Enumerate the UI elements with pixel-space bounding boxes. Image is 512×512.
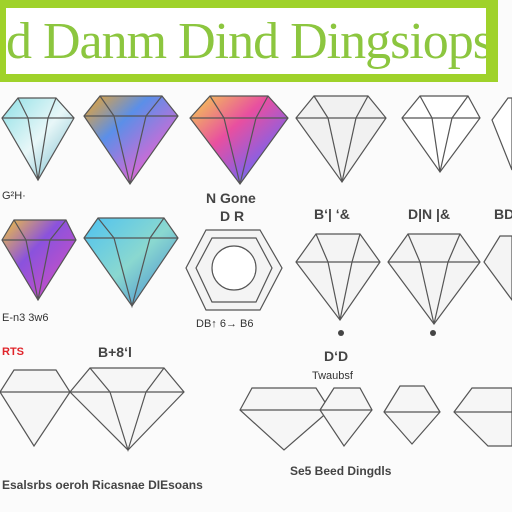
diamond-icon-outline bbox=[401, 95, 481, 174]
title-banner: d Danm Dind Dingsiops bbox=[0, 0, 498, 82]
label-row2-mid-sub: D R bbox=[220, 208, 245, 224]
diamond-icon-gradient-rainbow bbox=[83, 95, 179, 186]
diamond-icon-outline bbox=[491, 97, 512, 171]
title-banner-inner: d Danm Dind Dingsiops bbox=[6, 8, 486, 74]
diamond-icon-gradient-pink bbox=[1, 219, 77, 302]
label-row2-left: G²H· bbox=[2, 190, 26, 202]
diamond-icon-outline bbox=[483, 235, 512, 302]
label-row3-left-accent: RTS bbox=[2, 346, 24, 358]
footer-right-caption: Se5 Beed Dingdls bbox=[290, 464, 392, 478]
pin-icon bbox=[430, 330, 436, 336]
label-row3-left-a: E-n3 3w6 bbox=[2, 312, 49, 324]
diamond-icon-gradient-pink bbox=[189, 95, 289, 186]
pin-icon bbox=[338, 330, 344, 336]
page-title: d Danm Dind Dingsiops bbox=[6, 14, 486, 70]
diamond-icon-outline bbox=[319, 387, 373, 448]
diamond-icon-outline bbox=[69, 367, 185, 453]
label-row2-mid-top: N Gone bbox=[206, 190, 256, 206]
hexagon-diagram-icon bbox=[185, 229, 283, 311]
label-row3-right: D‘D bbox=[324, 348, 349, 364]
diamond-icon-outline bbox=[295, 95, 387, 184]
diamond-icon-outline bbox=[0, 369, 71, 448]
label-row2-c2: D|N |& bbox=[408, 206, 451, 222]
diamond-icon-outline bbox=[383, 385, 441, 445]
diamond-icon-gradient-cyan bbox=[1, 97, 75, 182]
label-row3-mid-b: B+8‘l bbox=[98, 344, 132, 360]
diamond-icon-outline bbox=[453, 387, 512, 447]
diamond-icon-outline bbox=[387, 233, 481, 326]
label-row2-c1: B‘| ‘& bbox=[314, 206, 350, 222]
label-row3-mid: DB↑ 6→ B6 bbox=[196, 318, 254, 330]
label-row3-right-sub: Twaubsf bbox=[312, 370, 353, 382]
diamond-icon-gradient-cyan bbox=[83, 217, 179, 309]
label-row2-c3: BD bbox=[494, 206, 512, 222]
diamond-icon-outline bbox=[239, 387, 331, 451]
diamond-icon-outline bbox=[295, 233, 381, 322]
footer-left-caption: Esalsrbs oeroh Ricasnae DIEsoans bbox=[2, 478, 203, 492]
